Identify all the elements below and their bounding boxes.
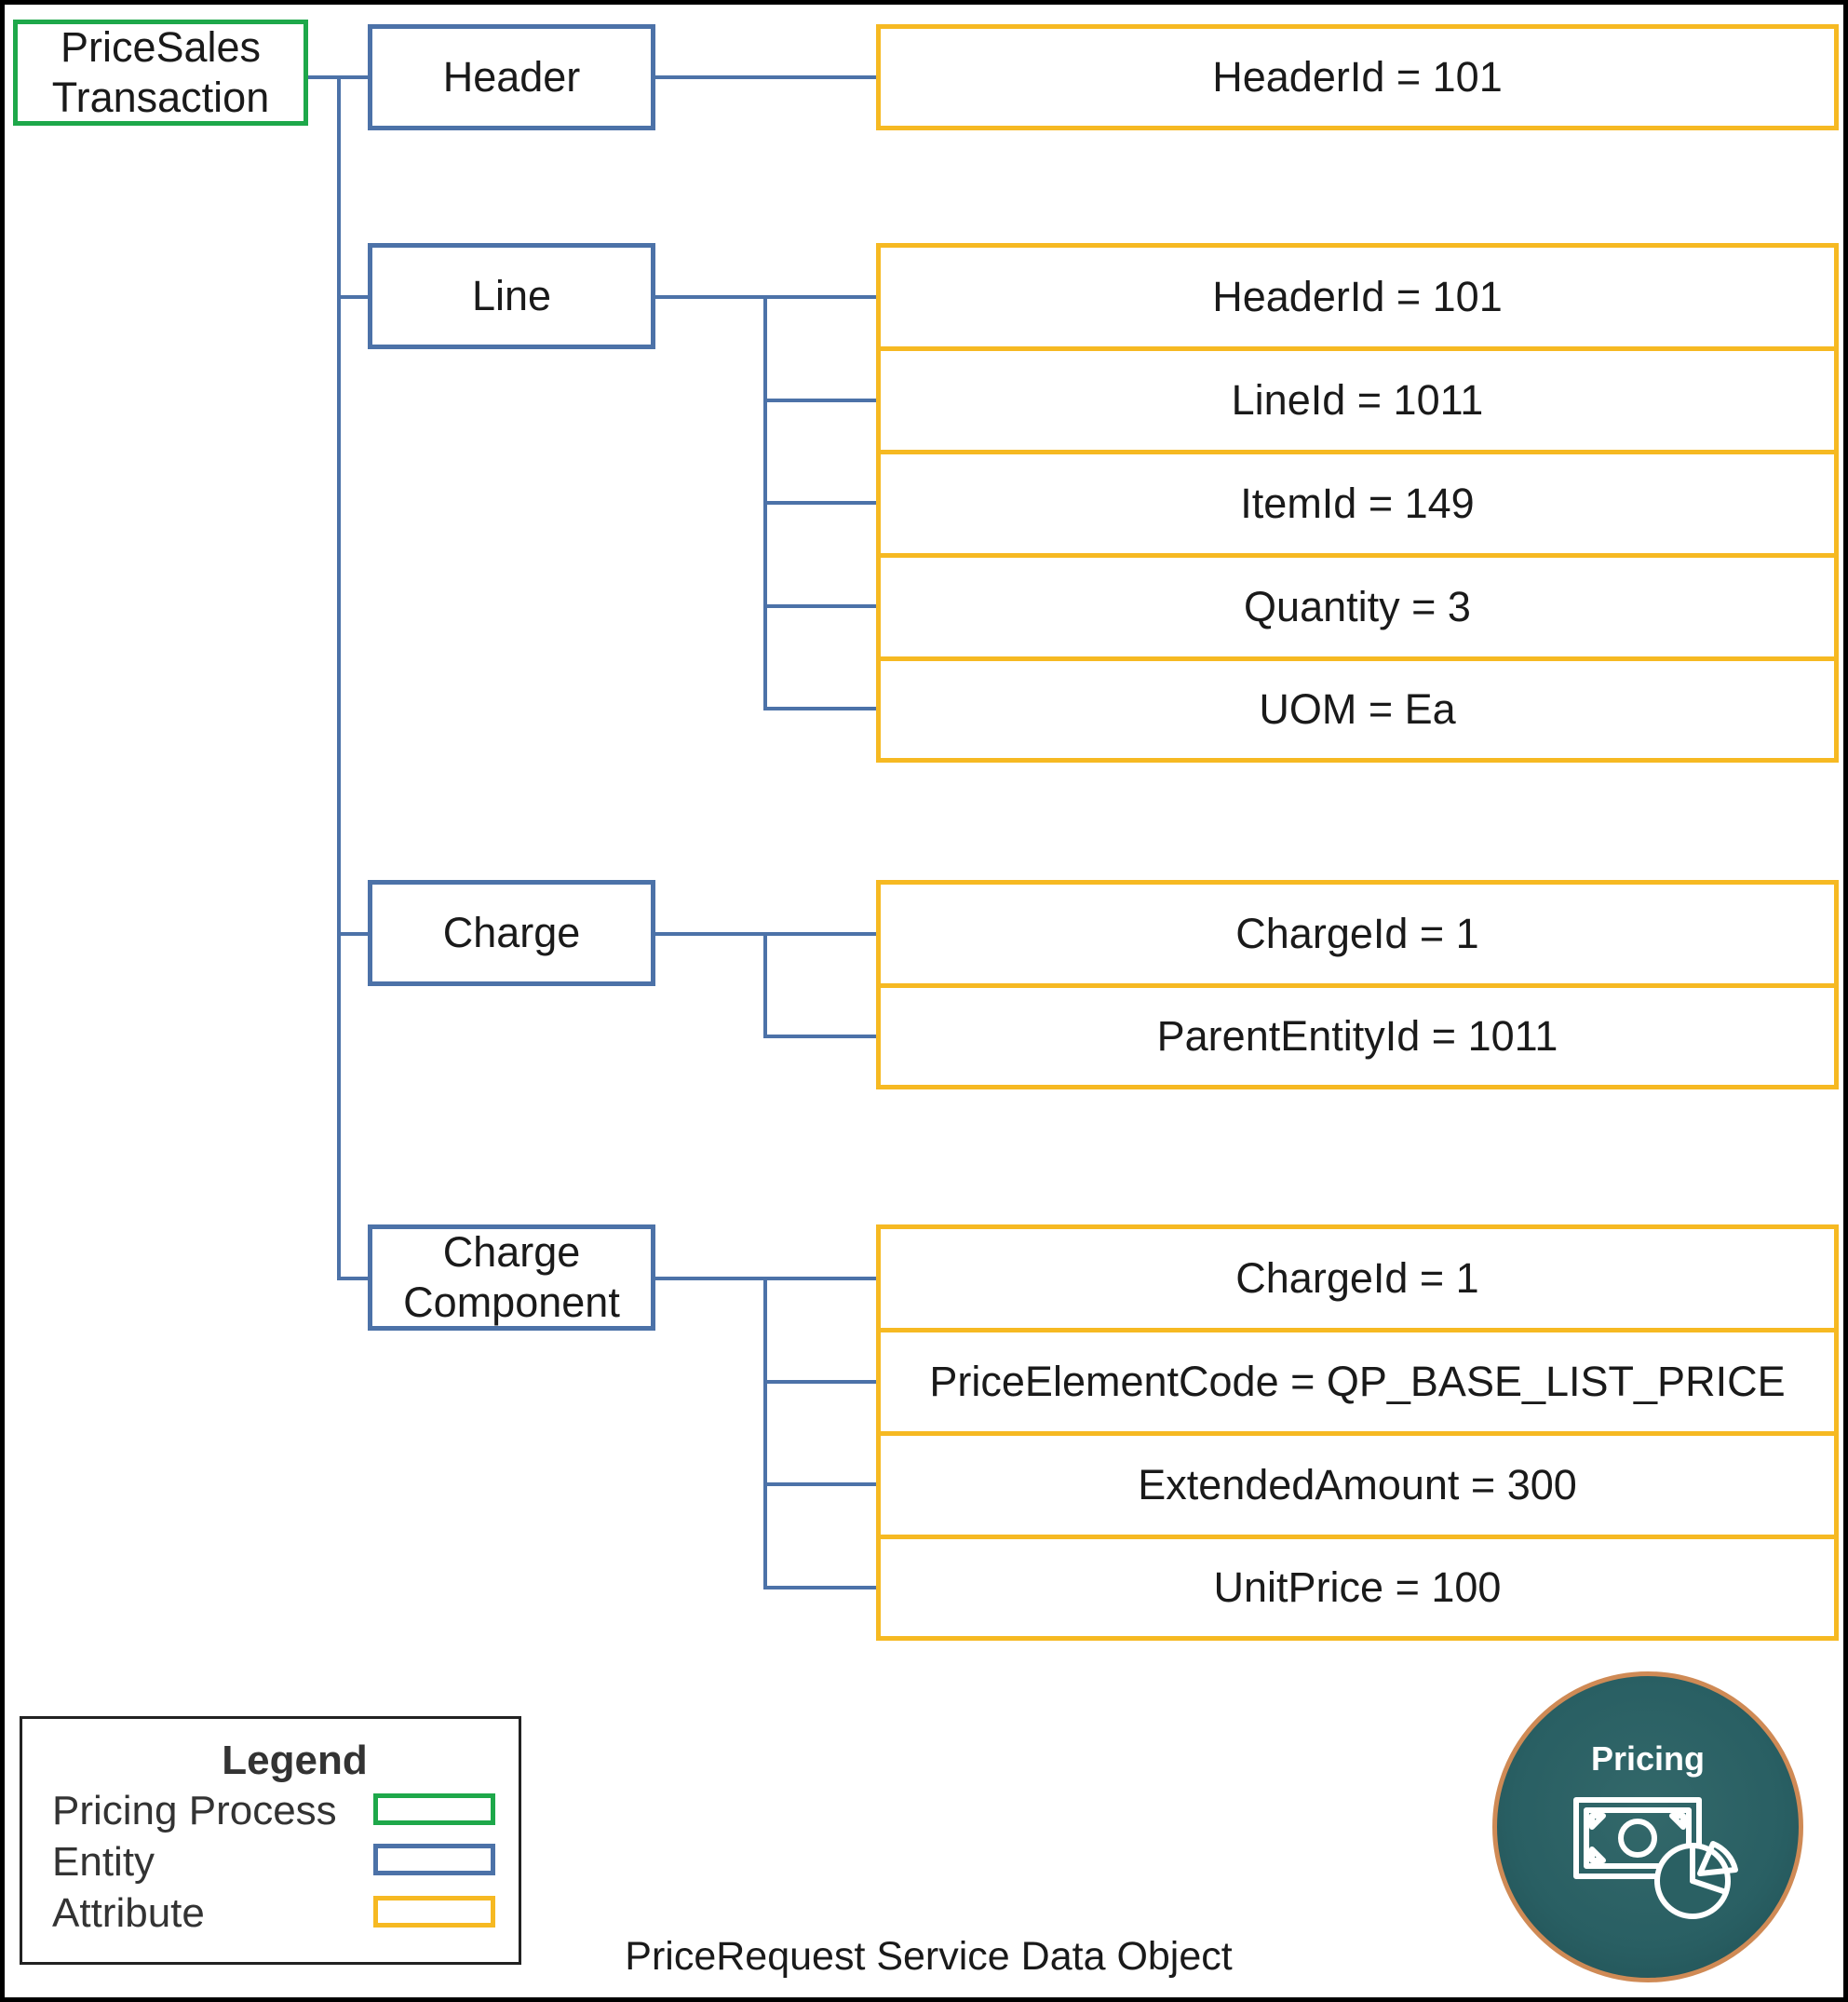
connector-line-attr bbox=[763, 399, 879, 402]
connector-charge-component-attr bbox=[763, 1380, 879, 1384]
attribute-line-itemid: ItemId = 149 bbox=[876, 450, 1839, 558]
pricing-badge-label: Pricing bbox=[1590, 1739, 1706, 1778]
entity-header: Header bbox=[368, 24, 655, 130]
attribute-line-quantity: Quantity = 3 bbox=[876, 553, 1839, 661]
attribute-charge-parententityid: ParentEntityId = 1011 bbox=[876, 983, 1839, 1089]
legend-label-attribute: Attribute bbox=[52, 1890, 205, 1936]
attribute-line-lineid: LineId = 1011 bbox=[876, 346, 1839, 454]
process-pricesales-transaction: PriceSales Transaction bbox=[13, 20, 308, 126]
entity-charge-component: Charge Component bbox=[368, 1224, 655, 1331]
legend-swatch-attribute bbox=[373, 1896, 495, 1928]
attribute-charge-component-unitprice: UnitPrice = 100 bbox=[876, 1535, 1839, 1641]
attribute-charge-chargeid: ChargeId = 1 bbox=[876, 880, 1839, 988]
pricing-badge: Pricing bbox=[1492, 1671, 1803, 1982]
connector-charge-attr bbox=[763, 1035, 879, 1038]
attribute-header-headerid: HeaderId = 101 bbox=[876, 24, 1839, 130]
attribute-line-headerid: HeaderId = 101 bbox=[876, 243, 1839, 351]
connector-line-attr bbox=[763, 501, 879, 505]
connector-charge-component-spine bbox=[763, 1277, 767, 1588]
legend-label-entity: Entity bbox=[52, 1839, 155, 1885]
legend-swatch-entity bbox=[373, 1844, 495, 1875]
diagram-caption: PriceRequest Service Data Object bbox=[625, 1934, 1233, 1979]
connector-charge-component-out bbox=[655, 1277, 765, 1280]
attribute-charge-component-extendedamount: ExtendedAmount = 300 bbox=[876, 1431, 1839, 1539]
attribute-charge-component-priceelementcode: PriceElementCode = QP_BASE_LIST_PRICE bbox=[876, 1328, 1839, 1436]
connector-line-attr bbox=[763, 295, 879, 299]
legend: Legend Pricing Process Entity Attribute bbox=[20, 1716, 521, 1965]
legend-label-pricing-process: Pricing Process bbox=[52, 1788, 337, 1833]
attribute-line-uom: UOM = Ea bbox=[876, 656, 1839, 763]
attribute-charge-component-chargeid: ChargeId = 1 bbox=[876, 1224, 1839, 1332]
connector-charge-component-attr bbox=[763, 1586, 879, 1589]
connector-charge-spine bbox=[763, 932, 767, 1036]
connector-line-attr bbox=[763, 604, 879, 608]
connector-charge-component-attr bbox=[763, 1277, 879, 1280]
connector-to-charge-component bbox=[337, 1277, 371, 1280]
legend-title: Legend bbox=[222, 1738, 368, 1783]
connector-line-out bbox=[655, 295, 765, 299]
connector-header-attr bbox=[655, 75, 879, 79]
connector-to-charge bbox=[337, 932, 371, 936]
connector-to-line bbox=[337, 295, 371, 299]
connector-line-attr bbox=[763, 707, 879, 710]
legend-swatch-pricing-process bbox=[373, 1793, 495, 1825]
entity-charge: Charge bbox=[368, 880, 655, 986]
pricing-money-chart-icon bbox=[1573, 1797, 1738, 1919]
connector-charge-out bbox=[655, 932, 765, 936]
connector-trunk bbox=[337, 75, 341, 1279]
connector-charge-attr bbox=[763, 932, 879, 936]
connector-charge-component-attr bbox=[763, 1482, 879, 1486]
entity-line: Line bbox=[368, 243, 655, 349]
